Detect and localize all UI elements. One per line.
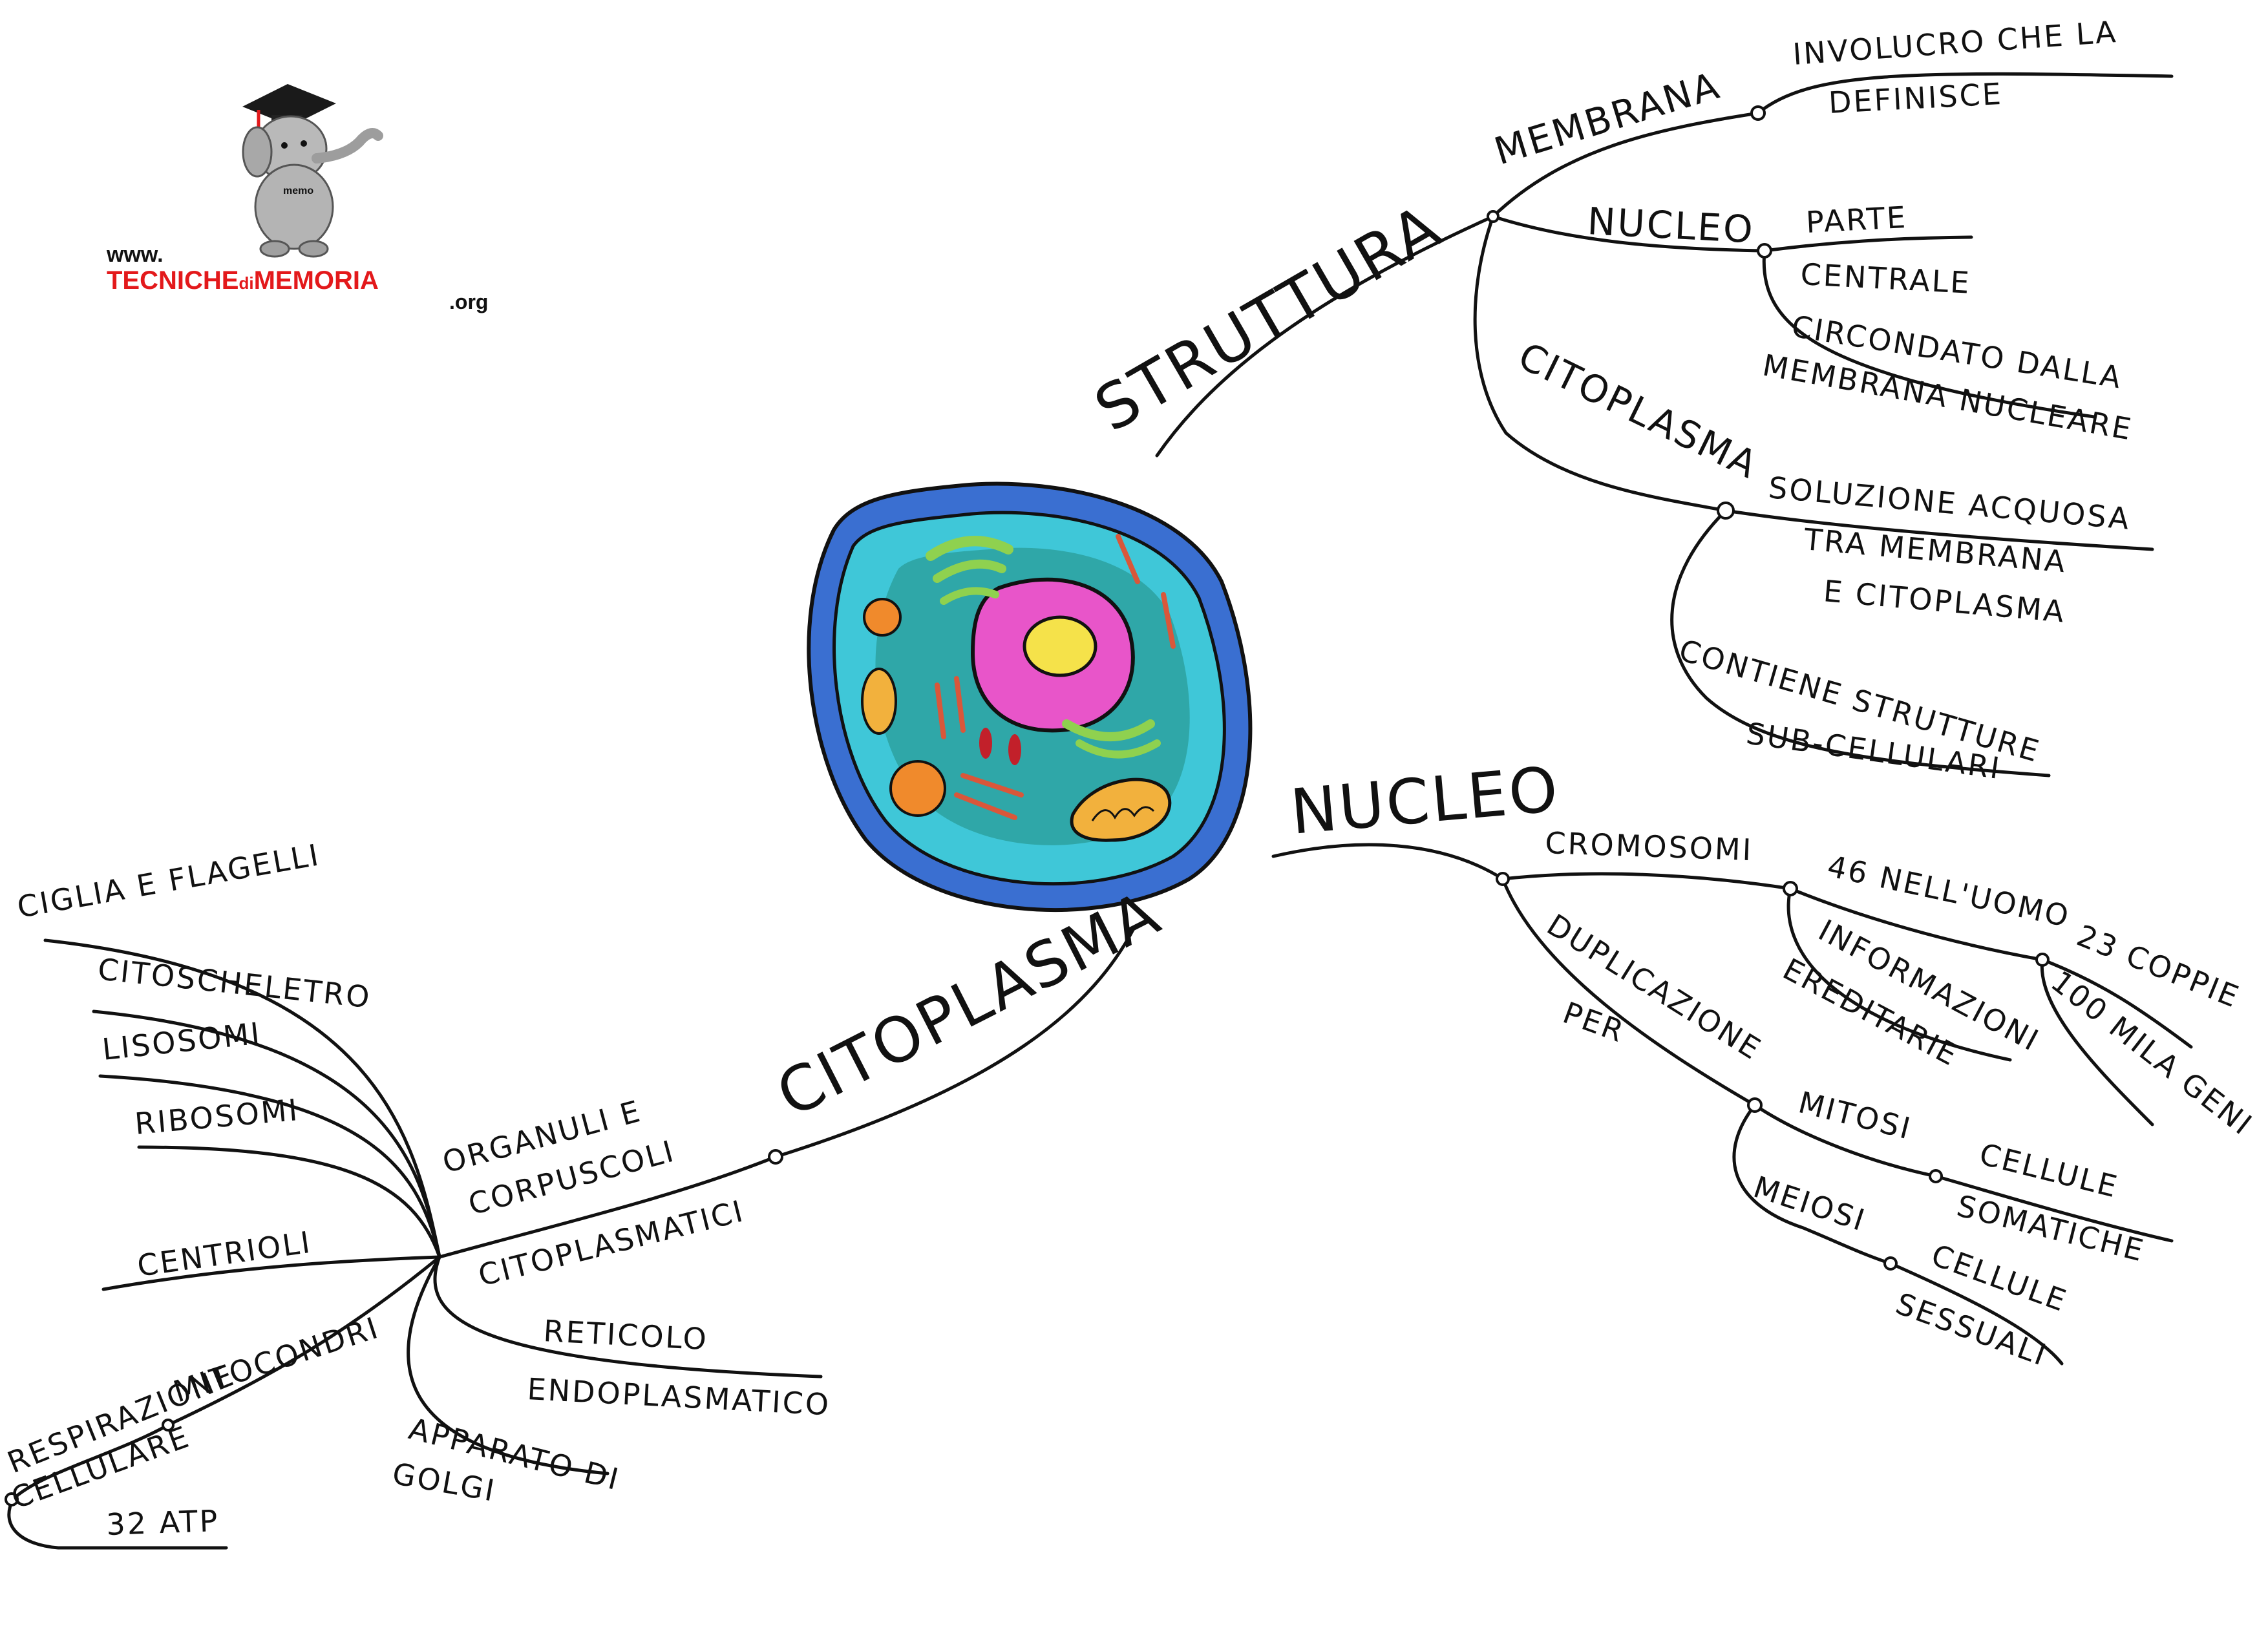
logo[interactable]: memo www. TECNICHEdiMEMORIA .org	[106, 84, 488, 313]
cromosomi-count: 46 NELL'UOMO	[1825, 849, 2073, 934]
citoplasma-branch[interactable]: CITOPLASMA ORGANULI E CORPUSCOLI CITOPLA…	[3, 837, 1172, 1542]
duplicazione-line2: PER	[1558, 995, 1629, 1050]
struttura-citoplasma-label: CITOPLASMA	[1512, 333, 1766, 487]
membrana-desc-line2: DEFINISCE	[1828, 76, 2004, 120]
citoscheletro-label: CITOSCHELETRO	[96, 951, 373, 1015]
centrioli-label: CENTRIOLI	[135, 1225, 313, 1284]
citoplasma-label: CITOPLASMA	[766, 876, 1172, 1131]
logo-name-part1: TECNICHE	[107, 266, 238, 295]
mascot-label: memo	[283, 185, 313, 196]
struttura-nucleo-label: NUCLEO	[1586, 199, 1755, 251]
cromosomi-label: CROMOSOMI	[1545, 825, 1754, 867]
nucleo-desc-line1: PARTE	[1805, 200, 1909, 240]
nucleo-label: NUCLEO	[1288, 753, 1562, 849]
meiosi-label: MEIOSI	[1750, 1169, 1871, 1238]
logo-prefix: www.	[106, 242, 164, 267]
animal-cell-illustration	[807, 481, 1253, 912]
citoplasma-desc-line2: TRA MEMBRANA	[1802, 522, 2068, 579]
logo-name: TECNICHEdiMEMORIA	[107, 266, 379, 295]
branch-lines	[7, 72, 2193, 1550]
lisosomi-label: LISOSOMI	[101, 1015, 264, 1067]
citoplasma-desc-line3: E CITOPLASMA	[1822, 573, 2067, 629]
logo-name-part2: di	[238, 273, 253, 293]
logo-suffix: .org	[449, 290, 488, 313]
reticolo-line2: ENDOPLASMATICO	[526, 1371, 831, 1422]
nucleo-desc-line2: CENTRALE	[1799, 257, 1971, 301]
nucleo-branch[interactable]: NUCLEO CROMOSOMI 46 NELL'UOMO 23 COPPIE …	[1288, 753, 2260, 1373]
ciglia-label: CIGLIA E FLAGELLI	[15, 837, 323, 925]
membrana-label: MEMBRANA	[1489, 63, 1725, 174]
logo-name-part3: MEMORIA	[254, 266, 379, 295]
struttura-label: STRUTTURA	[1083, 190, 1454, 446]
membrana-desc-line1: INVOLUCRO CHE LA	[1792, 14, 2119, 72]
ribosomi-label: RIBOSOMI	[133, 1092, 301, 1141]
elephant-mascot-icon: memo	[242, 84, 383, 258]
reticolo-line1: RETICOLO	[542, 1313, 709, 1357]
atp-label: 32 ATP	[105, 1503, 220, 1542]
branch-nodes	[5, 105, 2050, 1506]
